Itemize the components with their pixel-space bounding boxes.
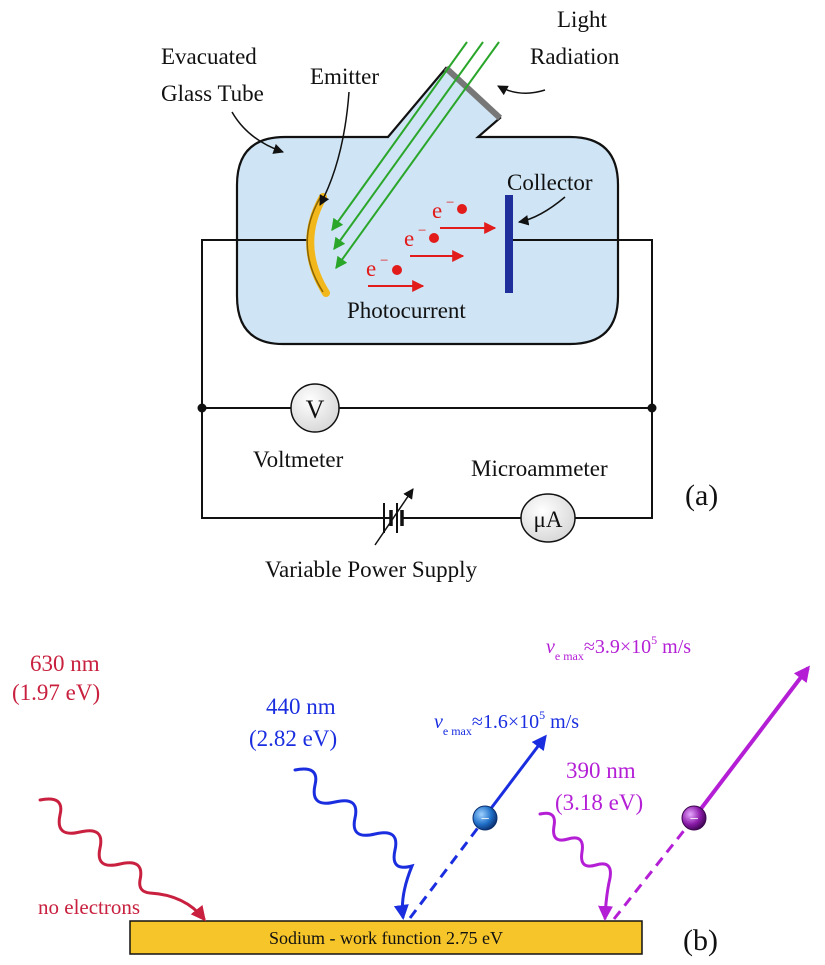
sodium-plate (129, 920, 643, 955)
emitter-plate (306, 193, 330, 297)
photon-wave-440 (293, 767, 415, 920)
electron-path-440-dashed (408, 824, 482, 919)
velocity-440-label: ve max≈1.6×105 m/s (434, 708, 579, 738)
light-label-line1: Light (557, 7, 607, 32)
electron-label: e (404, 226, 414, 251)
collector-label: Collector (507, 170, 593, 195)
light-ray-2 (333, 41, 484, 250)
electron-charge: − (418, 223, 426, 239)
electron-440-charge: − (480, 811, 489, 828)
microammeter-label: Microammeter (471, 456, 608, 481)
electron-2: e − (404, 223, 465, 262)
light-label-line2: Radiation (530, 44, 620, 69)
voltmeter-symbol: V (306, 395, 325, 424)
electron-charge: − (380, 253, 388, 269)
power-supply-label: Variable Power Supply (265, 557, 478, 582)
panel-label-a: (a) (685, 479, 718, 512)
emitter-label-leader (319, 91, 350, 206)
electron-1: e − (432, 195, 497, 234)
electron-3: e − (366, 253, 425, 292)
junction-dot-left (197, 403, 207, 413)
electron-390 (681, 805, 707, 831)
photon-390-wavelength: 390 nm (566, 758, 636, 783)
sodium-plate-label: Sodium - work function 2.75 eV (269, 928, 503, 948)
electron-390-charge: − (689, 811, 698, 828)
photon-wave-630 (38, 797, 206, 922)
circuit-wire-left (201, 239, 380, 519)
tube-label-leader (231, 111, 284, 154)
light-ray-1 (331, 41, 468, 231)
photon-experiment: Sodium - work function 2.75 eV 630 nm (1… (12, 633, 810, 957)
electron-path-390-dashed (612, 827, 688, 920)
apparatus: e − e − e − V μA (161, 7, 718, 582)
emitter-label: Emitter (310, 64, 379, 89)
voltmeter-label: Voltmeter (253, 447, 344, 472)
circuit-wire-right (512, 239, 653, 519)
electron-charge: − (446, 195, 454, 211)
photocurrent-label: Photocurrent (347, 298, 466, 323)
electron-label: e (366, 256, 376, 281)
microammeter-circle (520, 493, 576, 543)
tube-label-line2: Glass Tube (161, 81, 264, 106)
electron-440 (472, 805, 498, 831)
tube-window (443, 65, 503, 121)
velocity-390-label: ve max≈3.9×105 m/s (546, 633, 691, 663)
battery-icon (374, 488, 414, 546)
photon-630-energy: (1.97 eV) (12, 680, 100, 705)
photon-440-energy: (2.82 eV) (249, 726, 337, 751)
electron-path-440-arrow (484, 734, 547, 816)
photon-wave-390 (538, 811, 614, 921)
photon-390-energy: (3.18 eV) (555, 790, 643, 815)
collector-label-leader (517, 196, 566, 226)
microammeter-symbol: μA (534, 507, 563, 532)
glass-tube (235, 66, 620, 346)
junction-dot-right (647, 403, 657, 413)
panel-label-b: (b) (683, 924, 718, 957)
voltmeter-circle (290, 383, 340, 433)
light-ray-3 (335, 41, 500, 269)
light-label-leader (497, 85, 546, 96)
emitter-plate-edge (306, 197, 324, 293)
tube-label-line1: Evacuated (161, 44, 257, 69)
collector-plate (505, 195, 513, 293)
photon-440-wavelength: 440 nm (266, 694, 336, 719)
electron-path-390-arrow (698, 665, 810, 812)
photon-630-wavelength: 630 nm (30, 651, 100, 676)
electron-label: e (432, 198, 442, 223)
no-electrons-label: no electrons (38, 895, 140, 919)
